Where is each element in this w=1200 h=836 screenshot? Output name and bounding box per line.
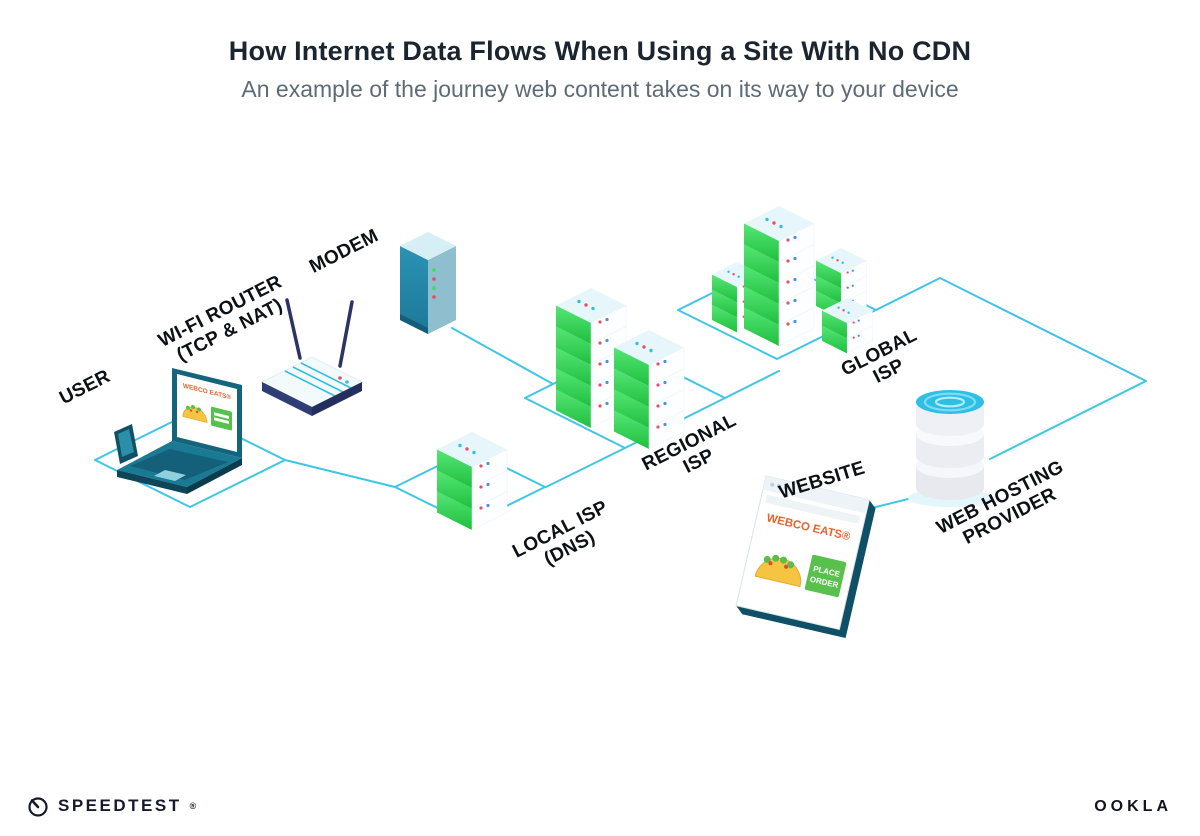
speedtest-wordmark: SPEEDTEST	[58, 796, 182, 815]
speedtest-logo: SPEEDTEST ®	[26, 794, 196, 818]
place-order-button	[804, 554, 847, 598]
laptop-screen	[177, 374, 237, 452]
network-lines	[94, 260, 1147, 525]
website-taco-icon	[754, 554, 802, 588]
modem-front	[400, 246, 428, 334]
phone-illustration	[114, 424, 138, 464]
speedtest-gauge-icon	[28, 797, 48, 817]
local-isp-servers	[436, 431, 508, 531]
line-regional-to-global-isp	[724, 370, 780, 399]
regional-isp-servers	[555, 287, 685, 450]
browser-dot	[770, 482, 775, 487]
router-antenna-left	[285, 298, 302, 360]
line-modem-to-regional-isp	[451, 327, 554, 385]
browser-titlebar	[762, 476, 870, 514]
laptop-taco-icon	[182, 406, 208, 423]
line-user-to-local-isp	[284, 459, 396, 488]
browser-address-bar	[765, 495, 860, 524]
website-window: WEBCO EATS® PLACE ORDER	[735, 475, 876, 639]
browser-dot	[783, 485, 788, 490]
global-isp-servers	[711, 205, 873, 354]
modem-side	[428, 246, 456, 334]
line-local-to-regional-isp	[545, 447, 626, 488]
line-global-isp-to-hosting	[875, 277, 1147, 460]
wifi-router-illustration	[261, 298, 363, 416]
router-antenna-right	[338, 300, 354, 368]
laptop-order-button	[211, 406, 232, 431]
laptop-illustration: WEBCO EATS®	[117, 368, 242, 494]
web-hosting-cylinder	[908, 390, 992, 507]
laptop-trackpad	[154, 470, 186, 481]
page-title: How Internet Data Flows When Using a Sit…	[228, 36, 972, 66]
modem-top	[400, 232, 456, 260]
ookla-logo: OOKLA	[1094, 798, 1172, 815]
modem-illustration	[400, 232, 456, 334]
laptop-keyboard	[130, 449, 228, 480]
browser-dot	[777, 484, 782, 489]
page-subtitle: An example of the journey web content ta…	[241, 76, 959, 102]
speedtest-registered-mark: ®	[189, 801, 197, 811]
